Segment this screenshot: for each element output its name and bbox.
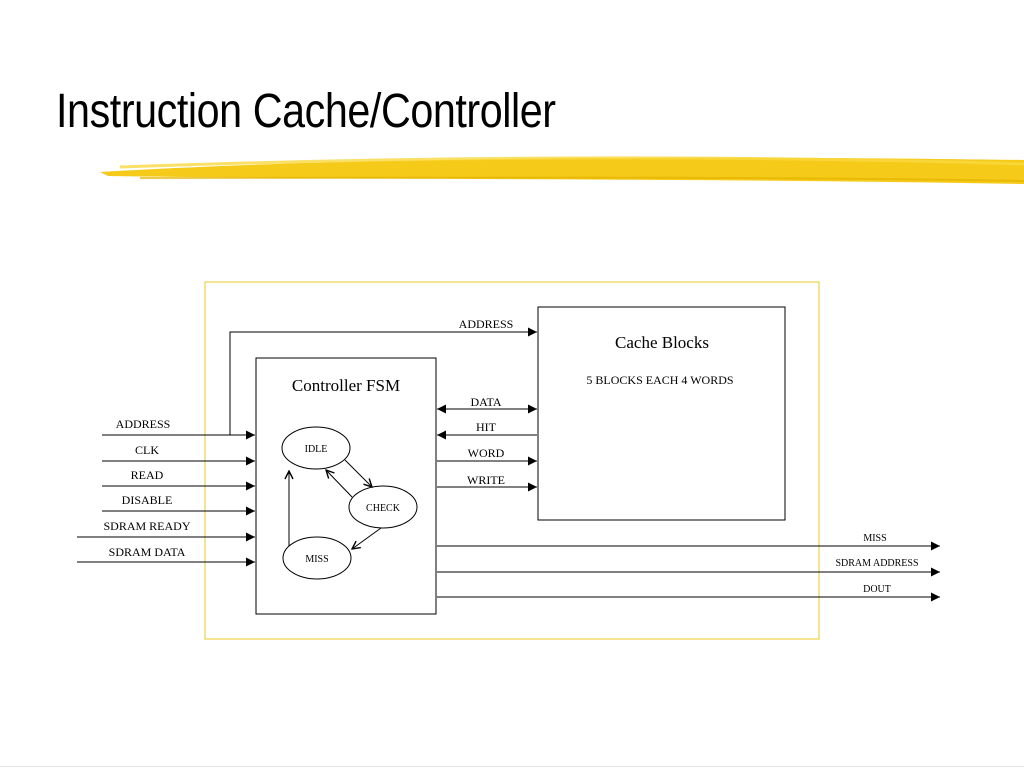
- state-miss: [282, 536, 352, 580]
- input-sdram-data-label: SDRAM DATA: [109, 545, 186, 559]
- state-idle-label: IDLE: [305, 444, 328, 455]
- output-miss-label: MISS: [863, 533, 886, 544]
- output-signals: MISS SDRAM ADDRESS DOUT: [437, 533, 940, 602]
- transition-check-to-idle: [326, 470, 353, 498]
- footer-divider: [0, 766, 1024, 767]
- state-miss-label: MISS: [305, 554, 328, 565]
- input-address-label: ADDRESS: [116, 417, 171, 431]
- state-check: [348, 485, 418, 529]
- cache-blocks-title: Cache Blocks: [615, 333, 709, 352]
- input-clk-label: CLK: [135, 443, 159, 457]
- state-idle: [281, 426, 351, 470]
- transition-idle-to-check: [344, 459, 372, 487]
- cache-blocks-subtitle: 5 BLOCKS EACH 4 WORDS: [586, 373, 733, 387]
- input-signals: ADDRESS CLK READ DISABLE SDRAM READY SDR…: [77, 417, 255, 567]
- data-bus-label: DATA: [470, 395, 501, 409]
- hit-signal-label: HIT: [476, 420, 497, 434]
- word-signal-label: WORD: [468, 446, 505, 460]
- write-signal-label: WRITE: [467, 473, 505, 487]
- controller-fsm-title: Controller FSM: [292, 376, 400, 395]
- transition-check-to-miss: [352, 527, 382, 549]
- output-dout-label: DOUT: [863, 584, 891, 595]
- controller-fsm-box: [255, 357, 437, 615]
- output-sdram-address-label: SDRAM ADDRESS: [835, 558, 918, 569]
- input-read-label: READ: [131, 468, 164, 482]
- cache-blocks-box: [537, 306, 786, 521]
- internal-address-label: ADDRESS: [459, 317, 514, 331]
- title-underline-highlight: [100, 156, 1024, 184]
- state-check-label: CHECK: [366, 503, 401, 514]
- slide-title: Instruction Cache/Controller: [56, 85, 556, 138]
- input-sdram-ready-label: SDRAM READY: [103, 519, 190, 533]
- address-to-cache-line: [229, 327, 537, 435]
- input-disable-label: DISABLE: [122, 493, 173, 507]
- controller-cache-signals: DATA HIT WORD WRITE: [437, 395, 537, 492]
